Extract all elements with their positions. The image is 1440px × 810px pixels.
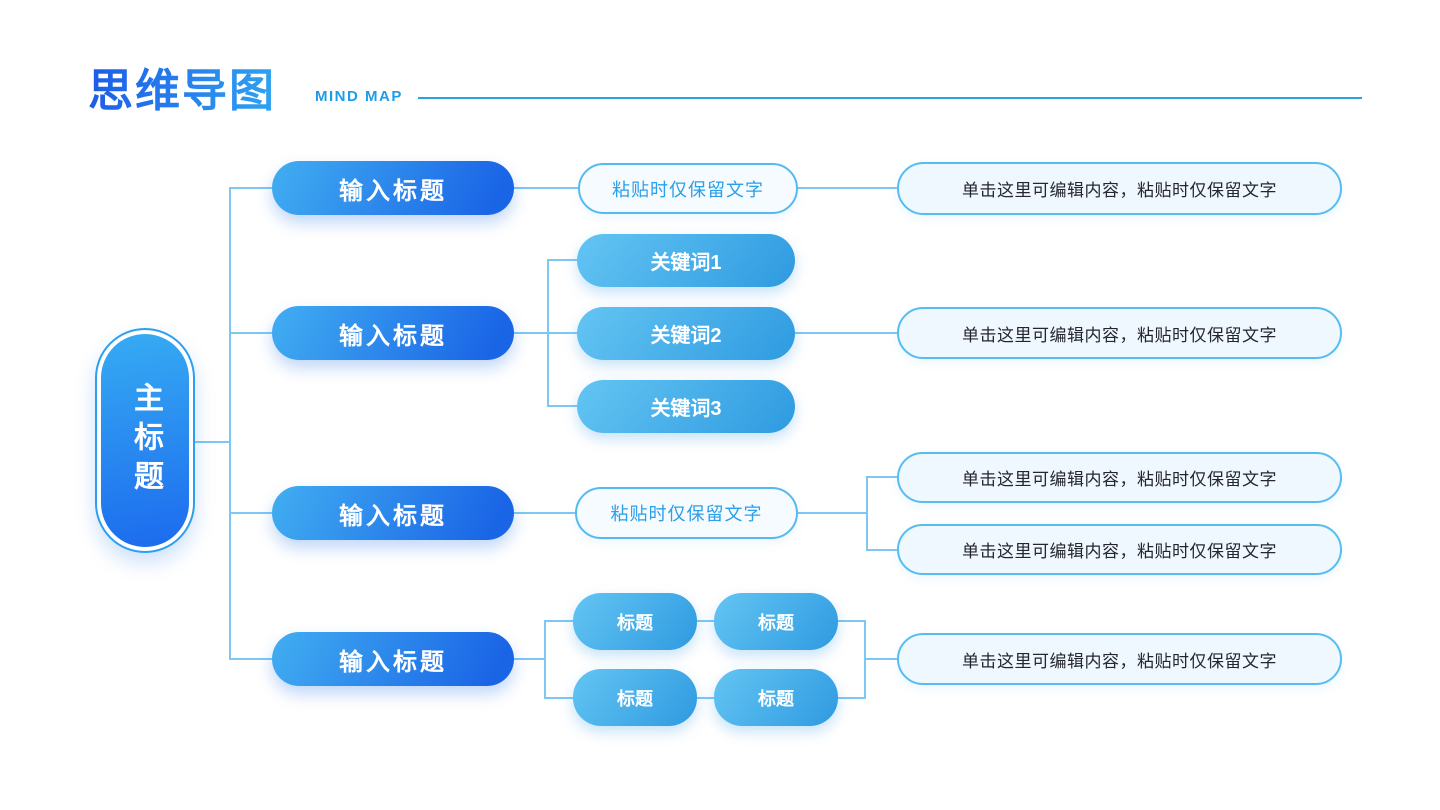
- branch-2-title-label: 输入标题: [339, 322, 447, 350]
- connector-line: [514, 187, 578, 189]
- branch-1-keyword-label: 粘贴时仅保留文字: [612, 179, 764, 200]
- page-title: 思维导图: [88, 54, 276, 119]
- branch-4-subtitle-node-3[interactable]: 标题: [573, 669, 697, 726]
- connector-line: [798, 512, 868, 514]
- branch-3-title-label: 输入标题: [339, 502, 447, 530]
- branch-3-keyword-node[interactable]: 粘贴时仅保留文字: [575, 487, 798, 539]
- connector-line: [798, 187, 897, 189]
- branch-2-title-node[interactable]: 输入标题: [272, 306, 514, 360]
- connector-line: [838, 697, 866, 699]
- branch-2-keyword-node-1[interactable]: 关键词1: [577, 234, 795, 287]
- branch-4-subtitle-node-1[interactable]: 标题: [573, 593, 697, 650]
- connector-line: [544, 620, 573, 622]
- connector-line: [864, 620, 866, 699]
- branch-4-subtitle-3-label: 标题: [617, 688, 653, 709]
- branch-1-content-text: 单击这里可编辑内容，粘贴时仅保留文字: [962, 181, 1277, 200]
- connector-line: [697, 620, 714, 622]
- branch-2-keyword-node-2[interactable]: 关键词2: [577, 307, 795, 360]
- connector-line: [547, 259, 577, 261]
- branch-1-title-label: 输入标题: [339, 177, 447, 205]
- branch-1-title-node[interactable]: 输入标题: [272, 161, 514, 215]
- connector-line: [838, 620, 866, 622]
- connector-line: [514, 658, 546, 660]
- connector-line: [866, 476, 897, 478]
- root-node-label: 主标题: [129, 382, 162, 499]
- root-node[interactable]: 主标题: [95, 328, 195, 553]
- branch-3-content-1-text: 单击这里可编辑内容，粘贴时仅保留文字: [962, 470, 1277, 489]
- connector-line: [547, 405, 577, 407]
- connector-line: [231, 187, 272, 189]
- branch-4-subtitle-4-label: 标题: [758, 688, 794, 709]
- branch-2-keyword-node-3[interactable]: 关键词3: [577, 380, 795, 433]
- branch-1-content-node[interactable]: 单击这里可编辑内容，粘贴时仅保留文字: [897, 162, 1342, 215]
- connector-line: [795, 332, 897, 334]
- branch-4-content-text: 单击这里可编辑内容，粘贴时仅保留文字: [962, 651, 1277, 671]
- branch-4-subtitle-1-label: 标题: [617, 612, 653, 633]
- branch-3-content-node-1[interactable]: 单击这里可编辑内容，粘贴时仅保留文字: [897, 452, 1342, 503]
- connector-line: [514, 332, 577, 334]
- header-divider-line: [418, 97, 1362, 99]
- connector-line: [866, 476, 868, 551]
- connector-line: [866, 658, 897, 660]
- branch-4-title-label: 输入标题: [339, 648, 447, 676]
- connector-line: [544, 697, 573, 699]
- connector-line: [231, 332, 272, 334]
- branch-4-title-node[interactable]: 输入标题: [272, 632, 514, 686]
- connector-line: [229, 187, 231, 660]
- root-node-fill: 主标题: [101, 334, 189, 547]
- branch-4-content-node[interactable]: 单击这里可编辑内容，粘贴时仅保留文字: [897, 633, 1342, 685]
- connector-line: [544, 620, 546, 699]
- branch-3-keyword-label: 粘贴时仅保留文字: [610, 504, 763, 524]
- page-subtitle: MIND MAP: [315, 88, 403, 105]
- connector-line: [547, 259, 549, 407]
- branch-3-title-node[interactable]: 输入标题: [272, 486, 514, 540]
- branch-2-content-node[interactable]: 单击这里可编辑内容，粘贴时仅保留文字: [897, 307, 1342, 359]
- branch-3-content-node-2[interactable]: 单击这里可编辑内容，粘贴时仅保留文字: [897, 524, 1342, 575]
- branch-4-subtitle-node-2[interactable]: 标题: [714, 593, 838, 650]
- branch-2-keyword-3-label: 关键词3: [650, 398, 722, 420]
- connector-line: [697, 697, 714, 699]
- branch-4-subtitle-node-4[interactable]: 标题: [714, 669, 838, 726]
- connector-line: [231, 658, 272, 660]
- branch-2-keyword-1-label: 关键词1: [650, 252, 722, 274]
- connector-line: [514, 512, 575, 514]
- branch-3-content-2-text: 单击这里可编辑内容，粘贴时仅保留文字: [962, 542, 1277, 561]
- connector-line: [231, 512, 272, 514]
- connector-line: [866, 549, 897, 551]
- branch-2-keyword-2-label: 关键词2: [650, 325, 722, 347]
- connector-line: [193, 441, 231, 443]
- branch-1-keyword-node[interactable]: 粘贴时仅保留文字: [578, 163, 798, 214]
- branch-4-subtitle-2-label: 标题: [758, 612, 794, 633]
- branch-2-content-text: 单击这里可编辑内容，粘贴时仅保留文字: [962, 325, 1277, 345]
